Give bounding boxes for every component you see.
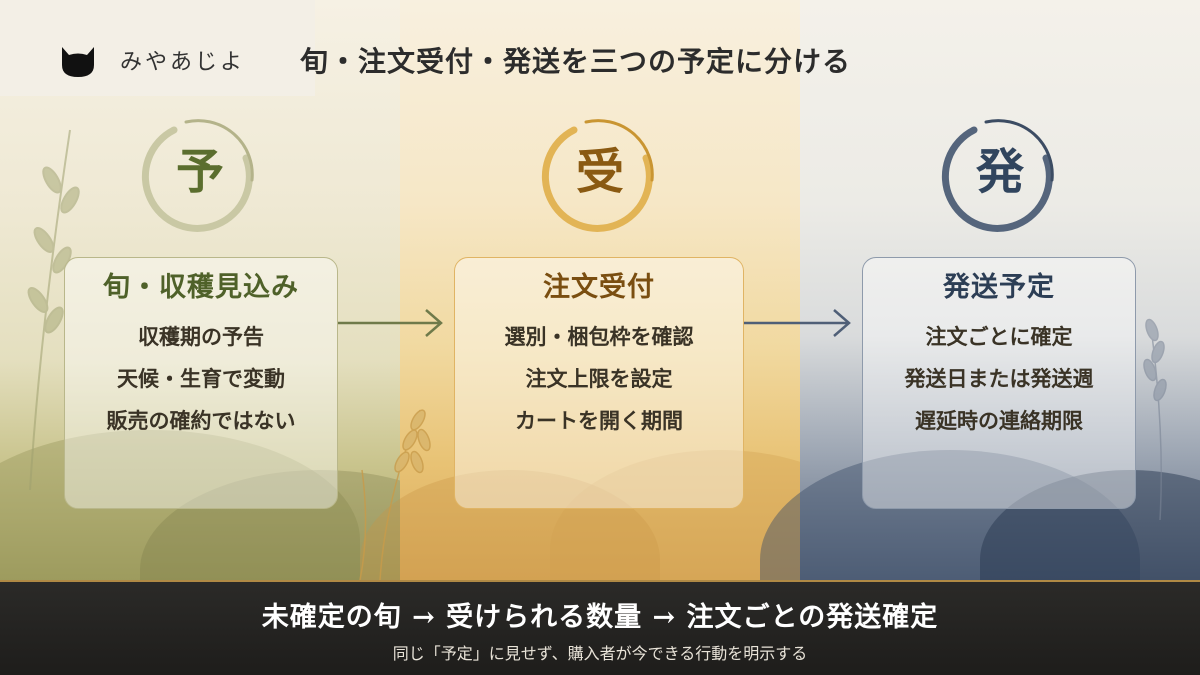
card-item: カートを開く期間	[515, 409, 683, 433]
stage-symbol: 発	[975, 144, 1024, 200]
card-item: 遅延時の連絡期限	[915, 409, 1083, 433]
card-title: 旬・収穫見込み	[103, 272, 299, 303]
card-item: 天候・生育で変動	[117, 367, 285, 391]
stage-symbol: 受	[575, 144, 624, 200]
card-order-intake: 注文受付 選別・梱包枠を確認 注文上限を設定 カートを開く期間	[454, 257, 744, 509]
card-title: 注文受付	[543, 272, 655, 303]
summary-footer: 未確定の旬 → 受けられる数量 → 注文ごとの発送確定 同じ「予定」に見せず、購…	[0, 580, 1200, 675]
card-item: 選別・梱包枠を確認	[504, 325, 694, 349]
brand-name: みやあじよ	[120, 50, 246, 75]
card-item: 発送日または発送週	[904, 367, 1094, 391]
header-band	[0, 0, 315, 96]
cat-logo-icon	[62, 47, 94, 77]
wheat-illustration-center	[359, 409, 431, 580]
card-item: 収穫期の予告	[138, 325, 264, 349]
card-item: 販売の確約ではない	[106, 409, 296, 433]
page-title: 旬・注文受付・発送を三つの予定に分ける	[300, 45, 852, 78]
wheat-illustration-right	[1143, 318, 1167, 520]
footer-note: 同じ「予定」に見せず、購入者が今できる行動を明示する	[392, 644, 808, 663]
stage-circle-shipping: 発	[934, 110, 1066, 234]
card-item: 注文ごとに確定	[925, 325, 1073, 349]
arrow-right-icon	[744, 309, 851, 337]
card-shipping-schedule: 発送予定 注文ごとに確定 発送日または発送週 遅延時の連絡期限	[862, 257, 1136, 509]
arrow-right-icon	[338, 309, 443, 337]
card-title: 発送予定	[943, 272, 1055, 303]
stage-circle-forecast: 予	[134, 110, 266, 234]
stage-circle-order: 受	[534, 110, 666, 234]
card-item: 注文上限を設定	[525, 367, 673, 391]
stage-symbol: 予	[175, 144, 224, 200]
card-harvest-forecast: 旬・収穫見込み 収穫期の予告 天候・生育で変動 販売の確約ではない	[64, 257, 338, 509]
footer-summary: 未確定の旬 → 受けられる数量 → 注文ごとの発送確定	[261, 602, 939, 633]
grass-illustration-left	[27, 129, 80, 490]
stage1-background	[0, 0, 500, 670]
